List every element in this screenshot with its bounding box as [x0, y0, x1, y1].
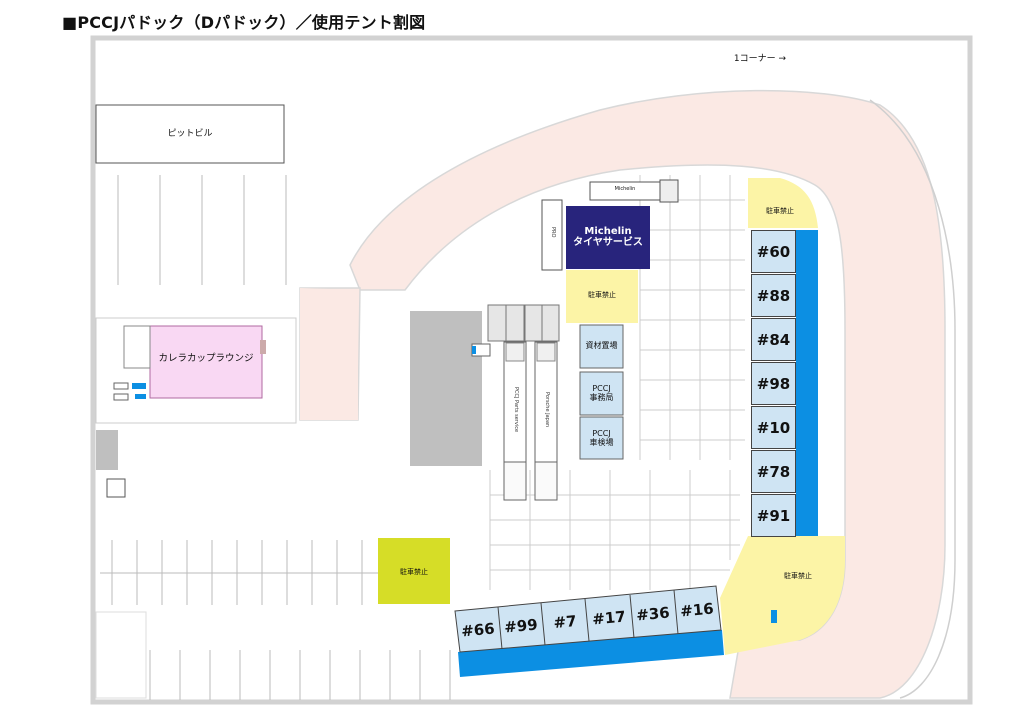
truck-1-tail — [503, 461, 527, 501]
right-tents: #60 #88 #84 #98 #10 #78 #91 — [751, 230, 796, 537]
lounge-blue-1 — [132, 383, 146, 389]
no-parking-bottom-right-label: 駐車禁止 — [784, 571, 812, 580]
tent-88[interactable]: #88 — [751, 274, 796, 317]
michelin-box — [566, 206, 650, 269]
truck-1-cab — [505, 342, 525, 362]
lounge-label: カレラカップラウンジ — [158, 352, 254, 364]
michelin-truck-vertical-label: PRO — [549, 226, 556, 238]
michelin-truck-label: Michelin — [614, 186, 636, 193]
michelin-label: Michelin タイヤサービス — [573, 225, 643, 249]
pccj-office-label: PCCJ 事務局 — [589, 383, 614, 402]
tent-91[interactable]: #91 — [751, 494, 796, 537]
center-sign-blue — [472, 346, 476, 354]
pit-building — [95, 104, 285, 164]
no-parking-center — [566, 270, 638, 323]
truck-2-tail — [534, 461, 558, 501]
michelin-truck-vertical — [541, 199, 563, 271]
blue-strip-right — [796, 230, 818, 536]
tent-10[interactable]: #10 — [751, 406, 796, 449]
lounge-box — [149, 325, 263, 399]
page-title: ■PCCJパドック（Dパドック）／使用テント割図 — [62, 13, 426, 32]
bottom-tent-row — [454, 585, 722, 653]
lounge-blue-2 — [135, 394, 146, 399]
tent-99[interactable]: #99 — [503, 615, 539, 637]
track-curve — [349, 89, 946, 699]
lounge-side — [123, 325, 151, 369]
small-square — [106, 478, 126, 498]
no-parking-center-label: 駐車禁止 — [588, 290, 616, 299]
lounge-sign-1 — [113, 382, 129, 390]
no-parking-top-right-label: 駐車禁止 — [766, 206, 794, 215]
tent-7[interactable]: #7 — [552, 612, 578, 632]
track-top-band — [300, 288, 358, 420]
blue-strip-bottom — [458, 630, 724, 677]
gray-block-center — [410, 311, 482, 466]
materials-box — [579, 324, 624, 369]
pccj-vehicle-label: PCCJ 車検場 — [589, 428, 614, 447]
truck-1-label: PCCJ Parts service — [512, 387, 519, 433]
no-parking-bottom-right — [720, 536, 845, 655]
truck-2-label: Porsche Japan — [543, 392, 550, 428]
no-parking-top-right — [748, 178, 818, 228]
pccj-office-box — [579, 371, 624, 416]
lower-left-white — [95, 611, 147, 699]
gray-block-left — [96, 430, 118, 470]
michelin-truck-cab — [659, 179, 679, 203]
tent-60[interactable]: #60 — [751, 230, 796, 273]
materials-label: 資材置場 — [585, 341, 618, 351]
corner-label: 1コーナー → — [733, 53, 787, 64]
tent-17[interactable]: #17 — [591, 607, 627, 629]
pccj-vehicle-box — [579, 416, 624, 460]
tent-78[interactable]: #78 — [751, 450, 796, 493]
tent-66[interactable]: #66 — [460, 619, 496, 641]
tent-84[interactable]: #84 — [751, 318, 796, 361]
pit-building-label: ピットビル — [167, 128, 213, 139]
no-parking-lime-label: 駐車禁止 — [400, 567, 428, 576]
lounge-sign-2 — [113, 393, 129, 401]
tent-36[interactable]: #36 — [635, 603, 671, 625]
outer-road-line — [869, 99, 956, 699]
truck-2-cab — [536, 342, 556, 362]
tent-16[interactable]: #16 — [679, 599, 715, 621]
no-parking-lime — [378, 538, 450, 604]
sign-bottom-right-blue — [771, 610, 777, 623]
tent-98[interactable]: #98 — [751, 362, 796, 405]
lounge-door — [260, 340, 266, 354]
